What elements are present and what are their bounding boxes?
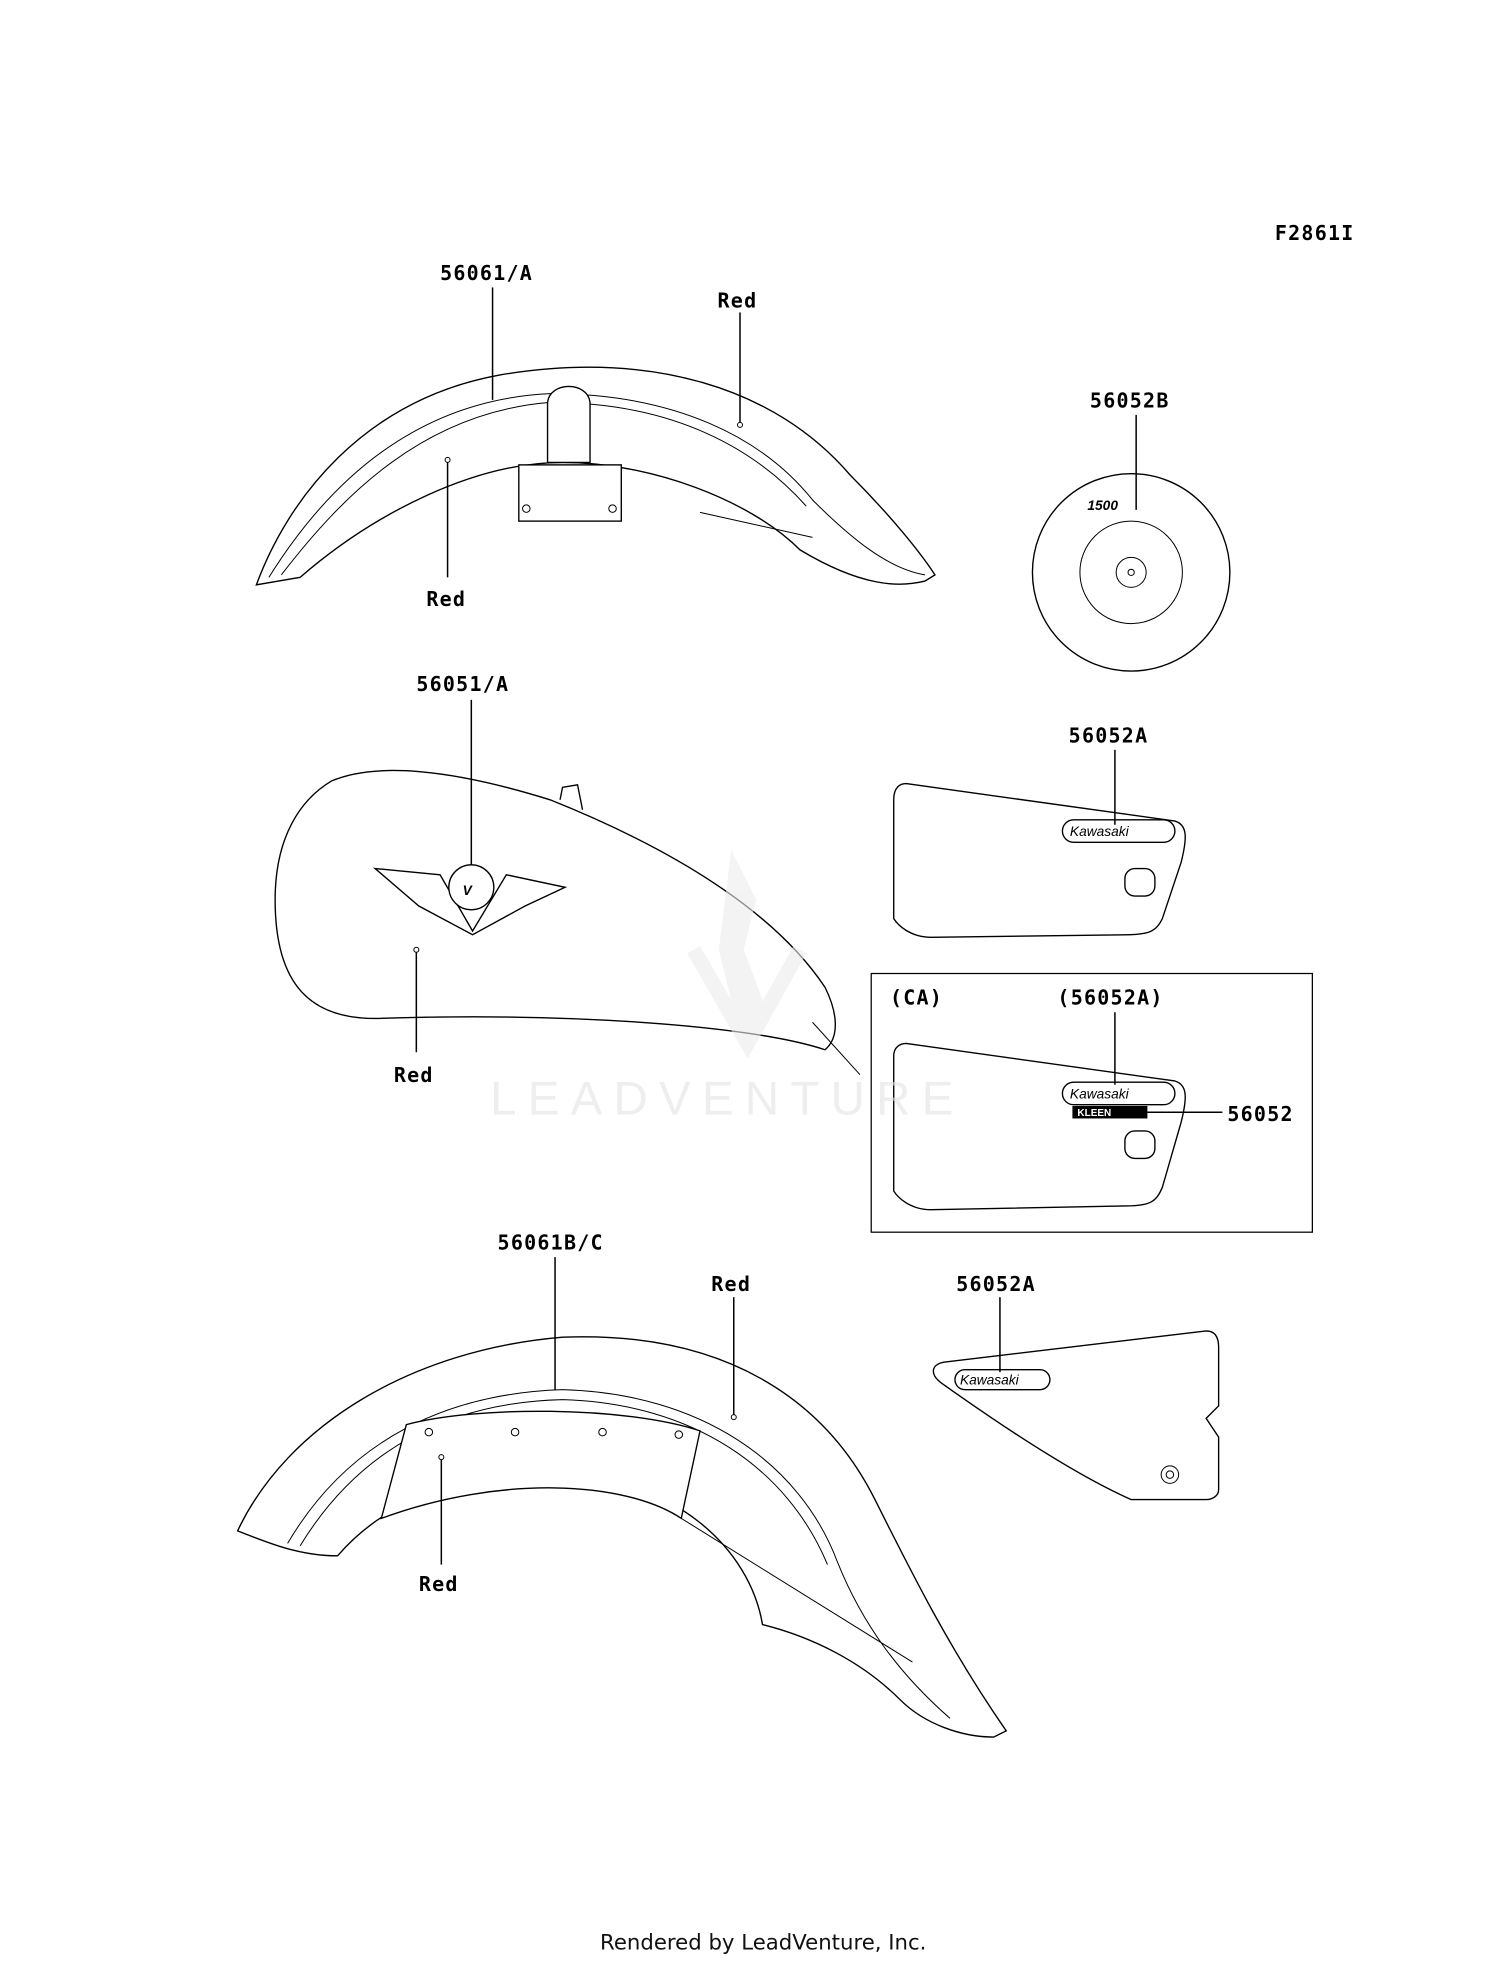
watermark-v-icon bbox=[687, 946, 807, 1059]
rear-kawasaki-logo: Kawasaki bbox=[960, 1373, 1020, 1388]
callout-ca-56052a[interactable]: (56052A) bbox=[1057, 986, 1163, 1010]
callout-56061-a[interactable]: 56061/A bbox=[440, 261, 533, 285]
watermark-text: LEADVENTURE bbox=[490, 1073, 965, 1126]
kawasaki-logo: Kawasaki bbox=[1070, 824, 1130, 839]
side-cover: Kawasaki bbox=[893, 782, 1186, 938]
front-fender bbox=[255, 366, 936, 586]
callout-rear-red-bottom[interactable]: Red bbox=[419, 1572, 459, 1596]
ca-kawasaki-logo: Kawasaki bbox=[1070, 1086, 1130, 1101]
emblem-1500-text: 1500 bbox=[1087, 498, 1118, 513]
rear-side-cover: Kawasaki bbox=[932, 1330, 1220, 1501]
callout-56052b[interactable]: 56052B bbox=[1090, 388, 1170, 412]
ca-variant-box: (CA) Kawasaki KLEEN (56052A) 56052 bbox=[870, 972, 1313, 1233]
callout-rear-56052a[interactable]: 56052A bbox=[956, 1272, 1036, 1296]
callout-front-red-top[interactable]: Red bbox=[718, 288, 758, 312]
rear-fender bbox=[236, 1336, 1008, 1738]
leadventure-watermark: LEADVENTURE bbox=[490, 849, 965, 1126]
ca-region-label: (CA) bbox=[890, 986, 943, 1010]
callout-56052a[interactable]: 56052A bbox=[1069, 723, 1149, 747]
callout-front-red-bottom[interactable]: Red bbox=[426, 587, 466, 611]
watermark-flame-icon bbox=[718, 849, 763, 1050]
fuel-tank: V bbox=[274, 769, 861, 1076]
callout-rear-red-top[interactable]: Red bbox=[711, 1272, 751, 1296]
kleen-logo: KLEEN bbox=[1077, 1108, 1111, 1119]
footer-credit: Rendered by LeadVenture, Inc. bbox=[600, 1931, 926, 1956]
callout-56061b-c[interactable]: 56061B/C bbox=[498, 1231, 604, 1255]
callout-tank-red[interactable]: Red bbox=[394, 1063, 434, 1087]
callout-56051-a[interactable]: 56051/A bbox=[416, 672, 509, 696]
callout-56052[interactable]: 56052 bbox=[1227, 1102, 1293, 1126]
emblem-1500: 1500 bbox=[1031, 472, 1231, 672]
diagram-id: F2861I bbox=[1275, 221, 1355, 245]
svg-text:V: V bbox=[463, 883, 474, 898]
